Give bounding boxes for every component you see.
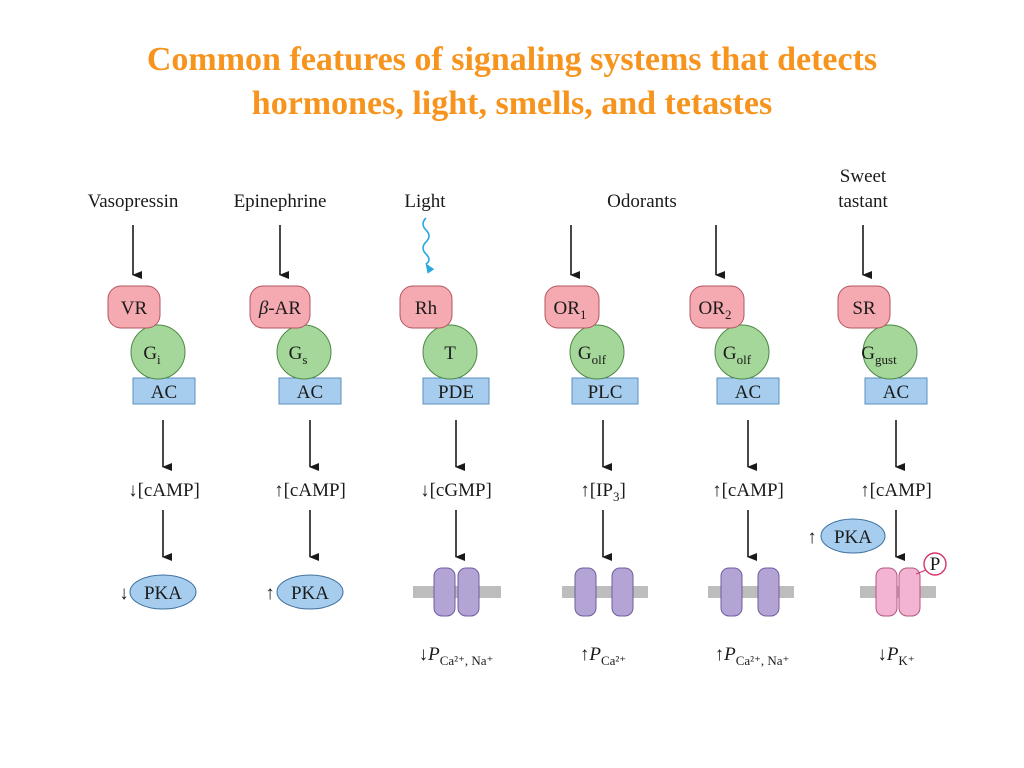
g-protein-label: Golf [578,343,607,367]
effector-box [571,377,639,405]
title-line-2: hormones, light, smells, and tetastes [251,85,773,122]
receptor-label: OR1 [554,298,587,322]
membrane [413,586,501,598]
effector-label: PDE [438,382,474,403]
second-messenger: ↓[cGMP] [420,480,492,501]
receptor-label: SR [852,298,876,319]
g-protein-label: Ggust [861,343,897,367]
receptor-label: β-AR [258,298,302,319]
pka-label: PKA [291,583,329,604]
receptor [689,285,745,329]
pka-direction: ↑ [807,527,817,548]
channel-subunit [898,567,921,617]
effector-label: AC [735,382,761,403]
pka-ellipse [820,518,886,554]
effector-label: PLC [588,382,623,403]
receptor-label: Rh [415,298,438,319]
g-protein-label: Golf [723,343,752,367]
channel-subunit [611,567,634,617]
effector-label: AC [297,382,323,403]
permeability-label: ↓PK⁺ [877,644,914,668]
light-wave-icon [422,217,435,274]
effector-box [278,377,342,405]
stimulus-light: Light [404,191,446,212]
pka-direction: ↓ [119,583,129,604]
receptor-label: OR2 [699,298,732,322]
stimulus-odorants: Odorants [607,191,677,212]
stimulus-sweet-line-2: tastant [838,191,888,212]
membrane [860,586,936,598]
g-protein [422,324,478,380]
pathway-odorant-2: AC Golf OR2 ↑[cAMP] ↑PCa²⁺, Na⁺ [689,285,794,668]
channel-subunit [875,567,898,617]
effector-box [716,377,780,405]
g-protein-label: Gs [289,343,308,367]
pka-ellipse [129,574,197,610]
effector-box [132,377,196,405]
stimulus-sweet-line-1: Sweet [840,166,887,187]
pathway-vasopressin: AC Gi VR ↓[cAMP] ↓ PKA [107,285,200,610]
receptor [837,285,891,329]
receptor-label: VR [121,298,148,319]
receptor [107,285,161,329]
effector-label: AC [883,382,909,403]
pka-label: PKA [834,527,872,548]
pathway-light: PDE T Rh ↓[cGMP] ↓PCa²⁺, Na⁺ [399,285,501,668]
stimulus-epinephrine: Epinephrine [234,191,327,212]
effector-label: AC [151,382,177,403]
g-protein-label: T [444,343,456,364]
phosphate-icon [923,552,947,576]
pathway-odorant-1: PLC Golf OR1 ↑[IP3] ↑PCa²⁺ [544,285,648,668]
pathway-epinephrine: AC Gs β-AR ↑[cAMP] ↑ PKA [249,285,346,610]
g-protein [714,324,770,380]
stimulus-vasopressin: Vasopressin [88,191,179,212]
second-messenger: ↑[cAMP] [712,480,784,501]
channel-subunit [757,567,780,617]
second-messenger: ↑[cAMP] [274,480,346,501]
permeability-label: ↑PCa²⁺ [580,644,626,668]
phosphate-link [915,569,927,575]
second-messenger: ↑[cAMP] [860,480,932,501]
phosphate-label: P [930,554,941,575]
channel-subunit [433,567,456,617]
second-messenger: ↓[cAMP] [128,480,200,501]
channel-subunit [720,567,743,617]
g-protein [130,324,186,380]
pka-ellipse [276,574,344,610]
receptor [249,285,311,329]
g-protein [569,324,625,380]
channel-subunit [457,567,480,617]
second-messenger: ↑[IP3] [580,480,626,504]
receptor [544,285,600,329]
pka-direction: ↑ [265,583,275,604]
permeability-label: ↓PCa²⁺, Na⁺ [419,644,494,668]
permeability-label: ↑PCa²⁺, Na⁺ [715,644,790,668]
g-protein [862,324,918,380]
channel-subunit [574,567,597,617]
pathway-sweet: AC Ggust SR ↑[cAMP] ↑ PKA P ↓PK⁺ [807,285,947,668]
pka-label: PKA [144,583,182,604]
g-protein-label: Gi [143,343,161,367]
slide-title: Common features of signaling systems tha… [0,38,1024,126]
title-line-1: Common features of signaling systems tha… [146,41,878,78]
receptor [399,285,453,329]
